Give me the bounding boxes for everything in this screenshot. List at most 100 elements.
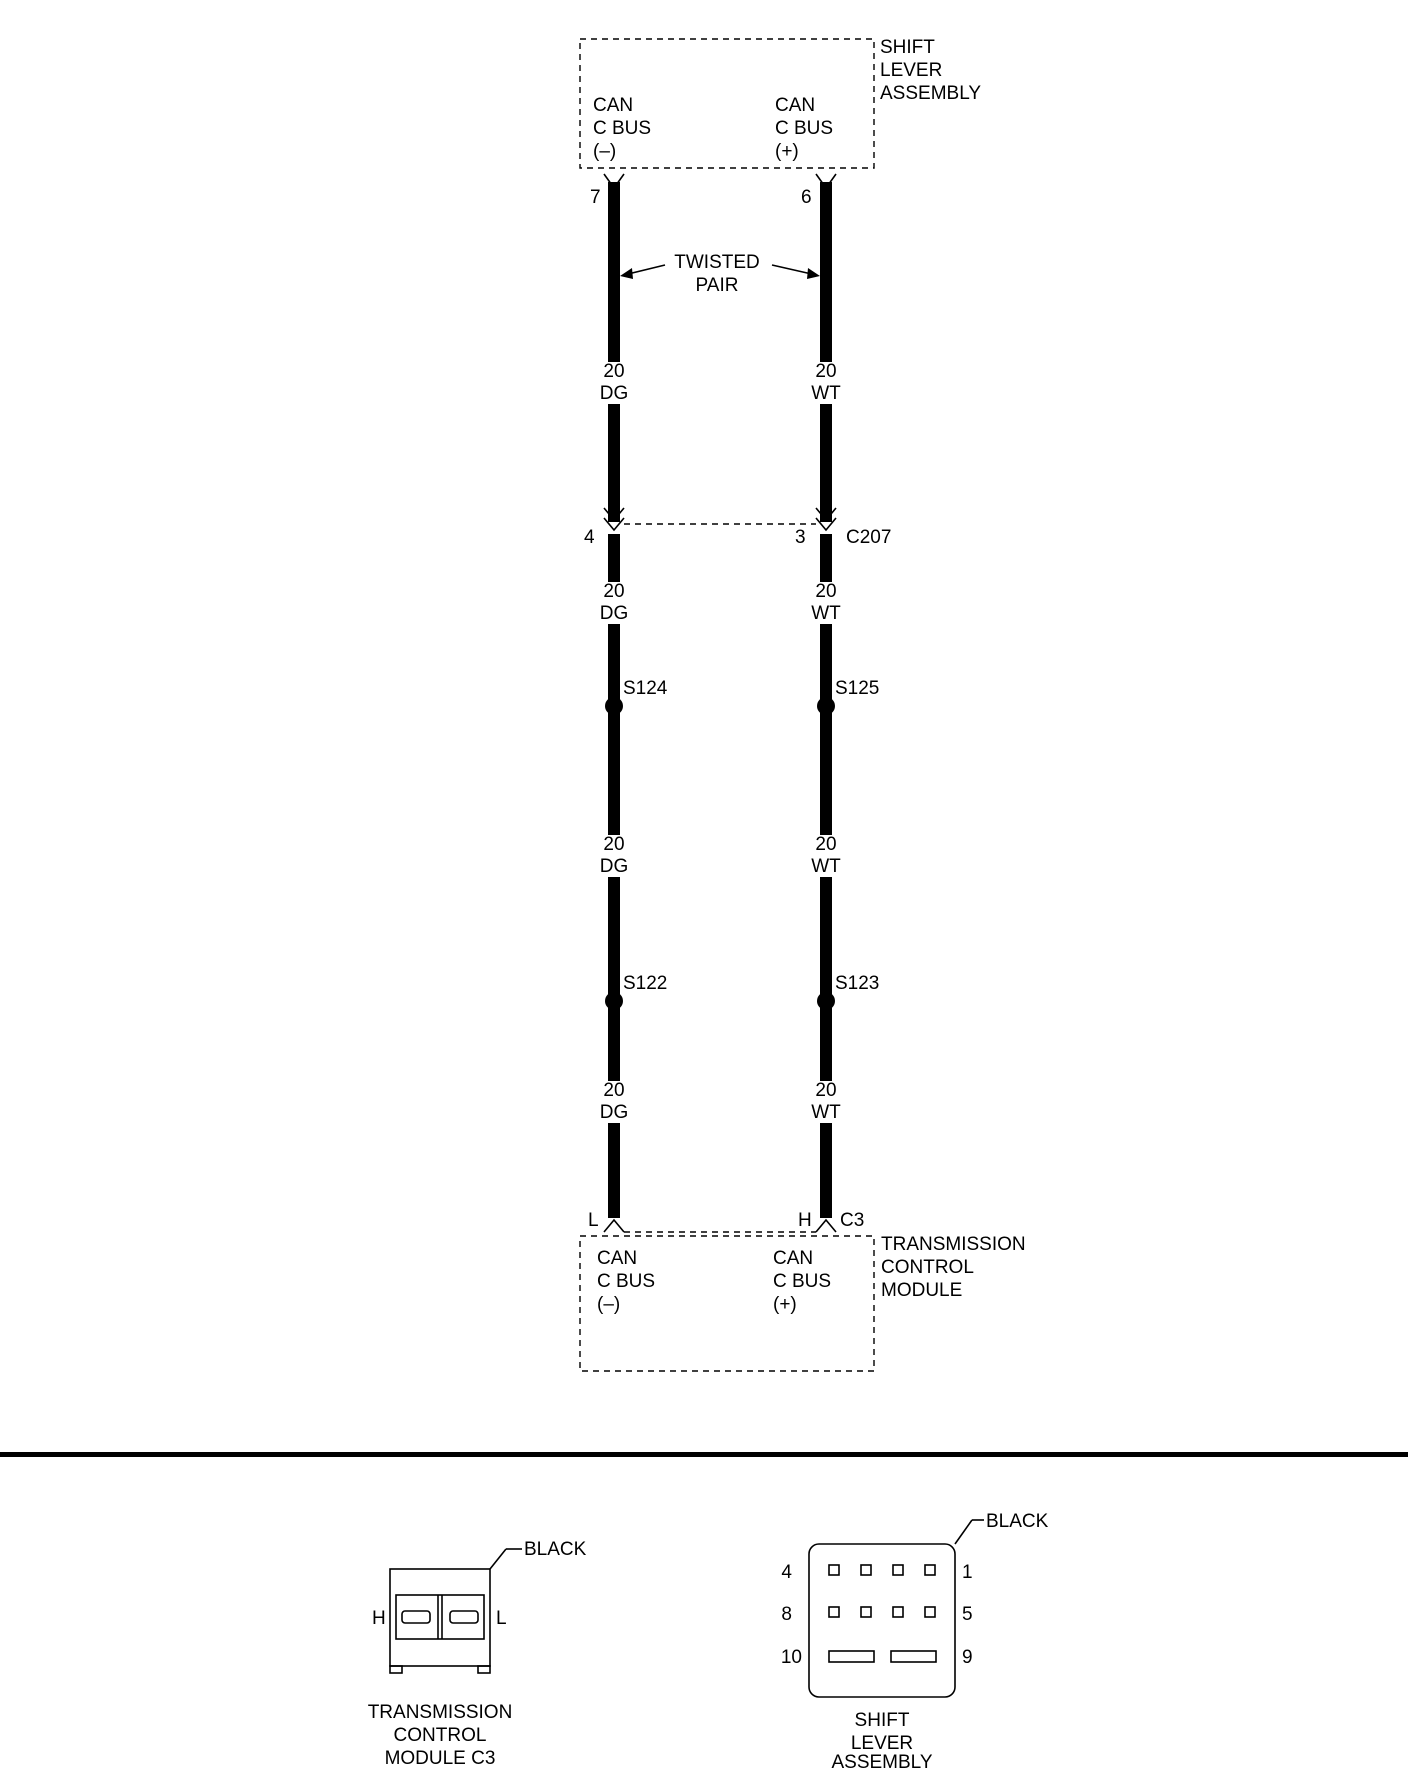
tcm-c3-terminal-l (449, 1610, 479, 1624)
shift-lever-title-line-1: SHIFT (880, 37, 935, 58)
shift-lever-assembly-box (579, 38, 875, 169)
shift-lever-assembly: SHIFT LEVER ASSEMBLY CAN C BUS (–) CAN C… (579, 37, 981, 208)
tcm-c3-foot-left (389, 1665, 403, 1674)
wire-left-gauge-2: 20 (603, 581, 624, 602)
tcm-title-line-3: MODULE (881, 1280, 962, 1301)
tcm-title-line-1: TRANSMISSION (881, 1234, 1026, 1255)
arrowhead-right-icon (807, 268, 820, 279)
c207-cavity-left: 4 (584, 527, 595, 548)
connector-chevron-top-left-icon (603, 173, 625, 190)
label-gap-l3 (596, 835, 632, 877)
shift-lever-title-line-3: ASSEMBLY (880, 83, 981, 104)
tcm-c3-caption-line-3: MODULE C3 (385, 1748, 496, 1769)
shift-lever-terminal (860, 1564, 872, 1576)
splice-s125-label: S125 (835, 678, 879, 699)
c207-chevron-right-upper-icon (815, 507, 837, 522)
tcm-title-line-2: CONTROL (881, 1257, 974, 1278)
tcm-left-pin-line-1: CAN (597, 1248, 637, 1269)
tcm-c3-caption-line-1: TRANSMISSION (368, 1702, 513, 1723)
connector-c207: 4 3 C207 (584, 507, 891, 548)
shift-lever-terminal (860, 1606, 872, 1618)
wire-left-gauge-4: 20 (603, 1080, 624, 1101)
shift-lever-connector-body (808, 1543, 956, 1698)
tcm-c3-caption-line-2: CONTROL (394, 1725, 487, 1746)
tcm-c3-foot-right (477, 1665, 491, 1674)
splice-s124-dot (605, 697, 623, 715)
label-gap-r2 (808, 582, 844, 624)
splice-s124-label: S124 (623, 678, 668, 699)
shift-lever-cavity-right: 6 (801, 187, 812, 208)
splice-s123-label: S123 (835, 973, 879, 994)
tcm-connector-label: C3 (840, 1210, 864, 1231)
tcm-cavity-left: L (588, 1210, 599, 1231)
shift-lever-terminal (924, 1564, 936, 1576)
wire-left-gauge-3: 20 (603, 834, 624, 855)
wire-right-color-3: WT (811, 856, 841, 877)
shift-lever-right-pin-line-2: C BUS (775, 118, 833, 139)
c207-label: C207 (846, 527, 891, 548)
transmission-control-module: L H C3 TRANSMISSION CONTROL MODULE CAN C… (579, 1210, 1026, 1372)
label-gap-l1 (596, 362, 632, 404)
tcm-chevron-right-icon (815, 1218, 837, 1233)
splice-s125-dot (817, 697, 835, 715)
shift-lever-row-left-1: 4 (781, 1562, 792, 1583)
label-gap-r1 (808, 362, 844, 404)
c207-chevron-left-lower-icon (603, 517, 625, 532)
tcm-right-pin-line-3: (+) (773, 1294, 797, 1315)
wire-right-gauge-3: 20 (815, 834, 836, 855)
shift-lever-left-pin-line-3: (–) (593, 141, 616, 162)
splice-s122-label: S122 (623, 973, 667, 994)
tcm-right-pin-line-1: CAN (773, 1248, 813, 1269)
shift-lever-color-label: BLACK (986, 1511, 1049, 1532)
shift-lever-leader (954, 1519, 973, 1545)
shift-lever-row-right-1: 1 (962, 1562, 973, 1583)
wire-right-gauge-1: 20 (815, 361, 836, 382)
c207-cavity-right: 3 (795, 527, 806, 548)
tcm-c3-pin-h: H (372, 1608, 386, 1629)
tcm-c3-color-label: BLACK (524, 1539, 587, 1560)
shift-lever-terminal (828, 1606, 840, 1618)
shift-lever-row-left-2: 8 (781, 1604, 792, 1625)
shift-lever-terminal (828, 1564, 840, 1576)
shift-lever-row-right-3: 9 (962, 1647, 973, 1668)
wire-left-color-4: DG (600, 1102, 629, 1123)
shift-lever-row-right-2: 5 (962, 1604, 973, 1625)
c207-chevron-left-upper-icon (603, 507, 625, 522)
wire-right-color-2: WT (811, 603, 841, 624)
section-divider (0, 1452, 1408, 1457)
label-gap-r4 (808, 1081, 844, 1123)
shift-lever-cavity-left: 7 (590, 187, 601, 208)
tcm-c3-leader (489, 1548, 507, 1570)
shift-lever-right-pin-line-1: CAN (775, 95, 815, 116)
wire-left-color-1: DG (600, 383, 629, 404)
tcm-left-pin-line-3: (–) (597, 1294, 620, 1315)
tcm-c3-plug (395, 1594, 485, 1640)
twisted-pair-line-1: TWISTED (674, 252, 760, 273)
tcm-cavity-right: H (798, 1210, 812, 1231)
connector-chevron-top-right-icon (815, 173, 837, 190)
c207-chevron-right-lower-icon (815, 517, 837, 532)
tcm-c3-terminal-h (401, 1610, 431, 1624)
tcm-left-pin-line-2: C BUS (597, 1271, 655, 1292)
wire-right-color-1: WT (811, 383, 841, 404)
tcm-box (579, 1235, 875, 1372)
wire-left-color-3: DG (600, 856, 629, 877)
label-gap-l4 (596, 1081, 632, 1123)
twisted-pair-line-2: PAIR (696, 275, 739, 296)
shift-lever-row-left-3: 10 (781, 1647, 802, 1668)
shift-lever-caption-line-3: ASSEMBLY (831, 1752, 932, 1770)
shift-lever-terminal (892, 1564, 904, 1576)
shift-lever-right-pin-line-3: (+) (775, 141, 799, 162)
tcm-chevron-left-icon (603, 1218, 625, 1233)
shift-lever-title-line-2: LEVER (880, 60, 942, 81)
shift-lever-terminal (892, 1606, 904, 1618)
shift-lever-caption-line-1: SHIFT (855, 1710, 910, 1731)
wire-right-gauge-4: 20 (815, 1080, 836, 1101)
shift-lever-terminal (924, 1606, 936, 1618)
label-gap-r3 (808, 835, 844, 877)
tcm-c3-pin-l: L (496, 1608, 507, 1629)
wire-right-color-4: WT (811, 1102, 841, 1123)
connector-view-tcm-c3: H L BLACK TRANSMISSION CONTROL MODULE C3 (368, 1539, 587, 1769)
tcm-right-pin-line-2: C BUS (773, 1271, 831, 1292)
